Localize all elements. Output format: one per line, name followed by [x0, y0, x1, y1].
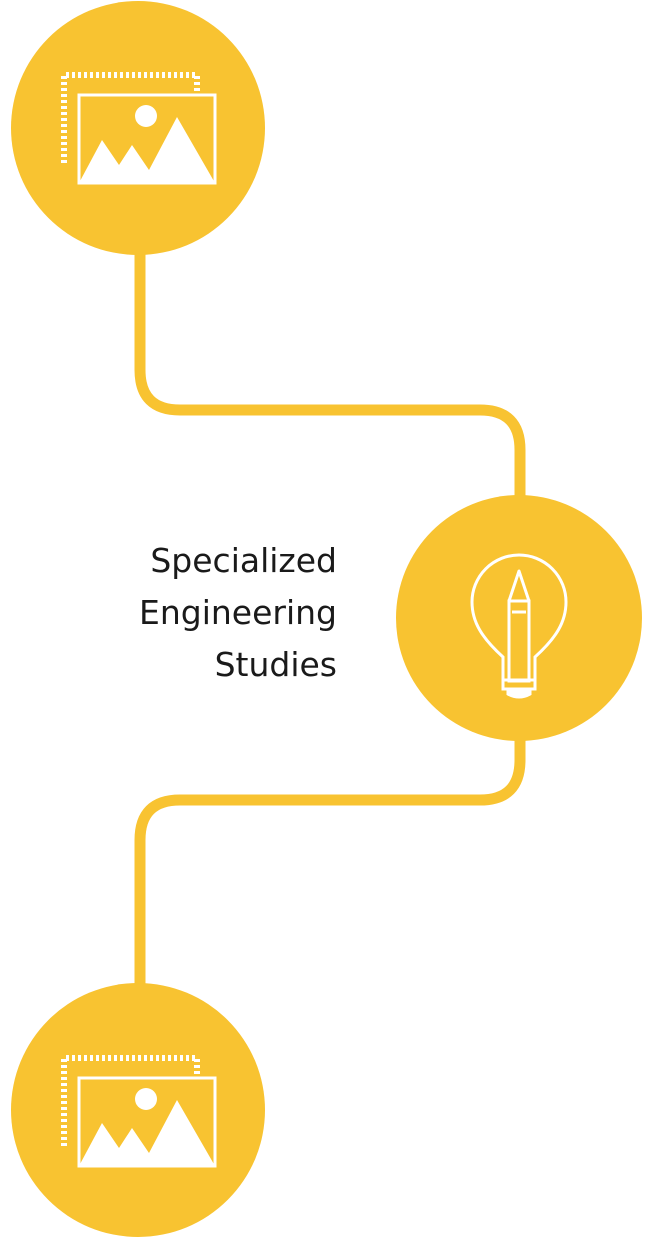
step-circle — [11, 983, 265, 1237]
step-2-label: Specialized Engineering Studies — [60, 535, 337, 691]
timeline-step-3 — [11, 983, 265, 1237]
timeline-step-2 — [396, 495, 642, 741]
step-2-label-line-1: Specialized — [150, 541, 337, 580]
image-placeholder-icon — [61, 1055, 217, 1168]
step-2-label-line-2: Engineering — [139, 593, 337, 632]
step-circle — [396, 495, 642, 741]
image-placeholder-icon — [61, 72, 217, 185]
step-circle — [11, 1, 265, 255]
timeline-step-1 — [11, 1, 265, 255]
step-2-label-line-3: Studies — [214, 645, 337, 684]
lightbulb-pencil-icon — [470, 553, 568, 699]
